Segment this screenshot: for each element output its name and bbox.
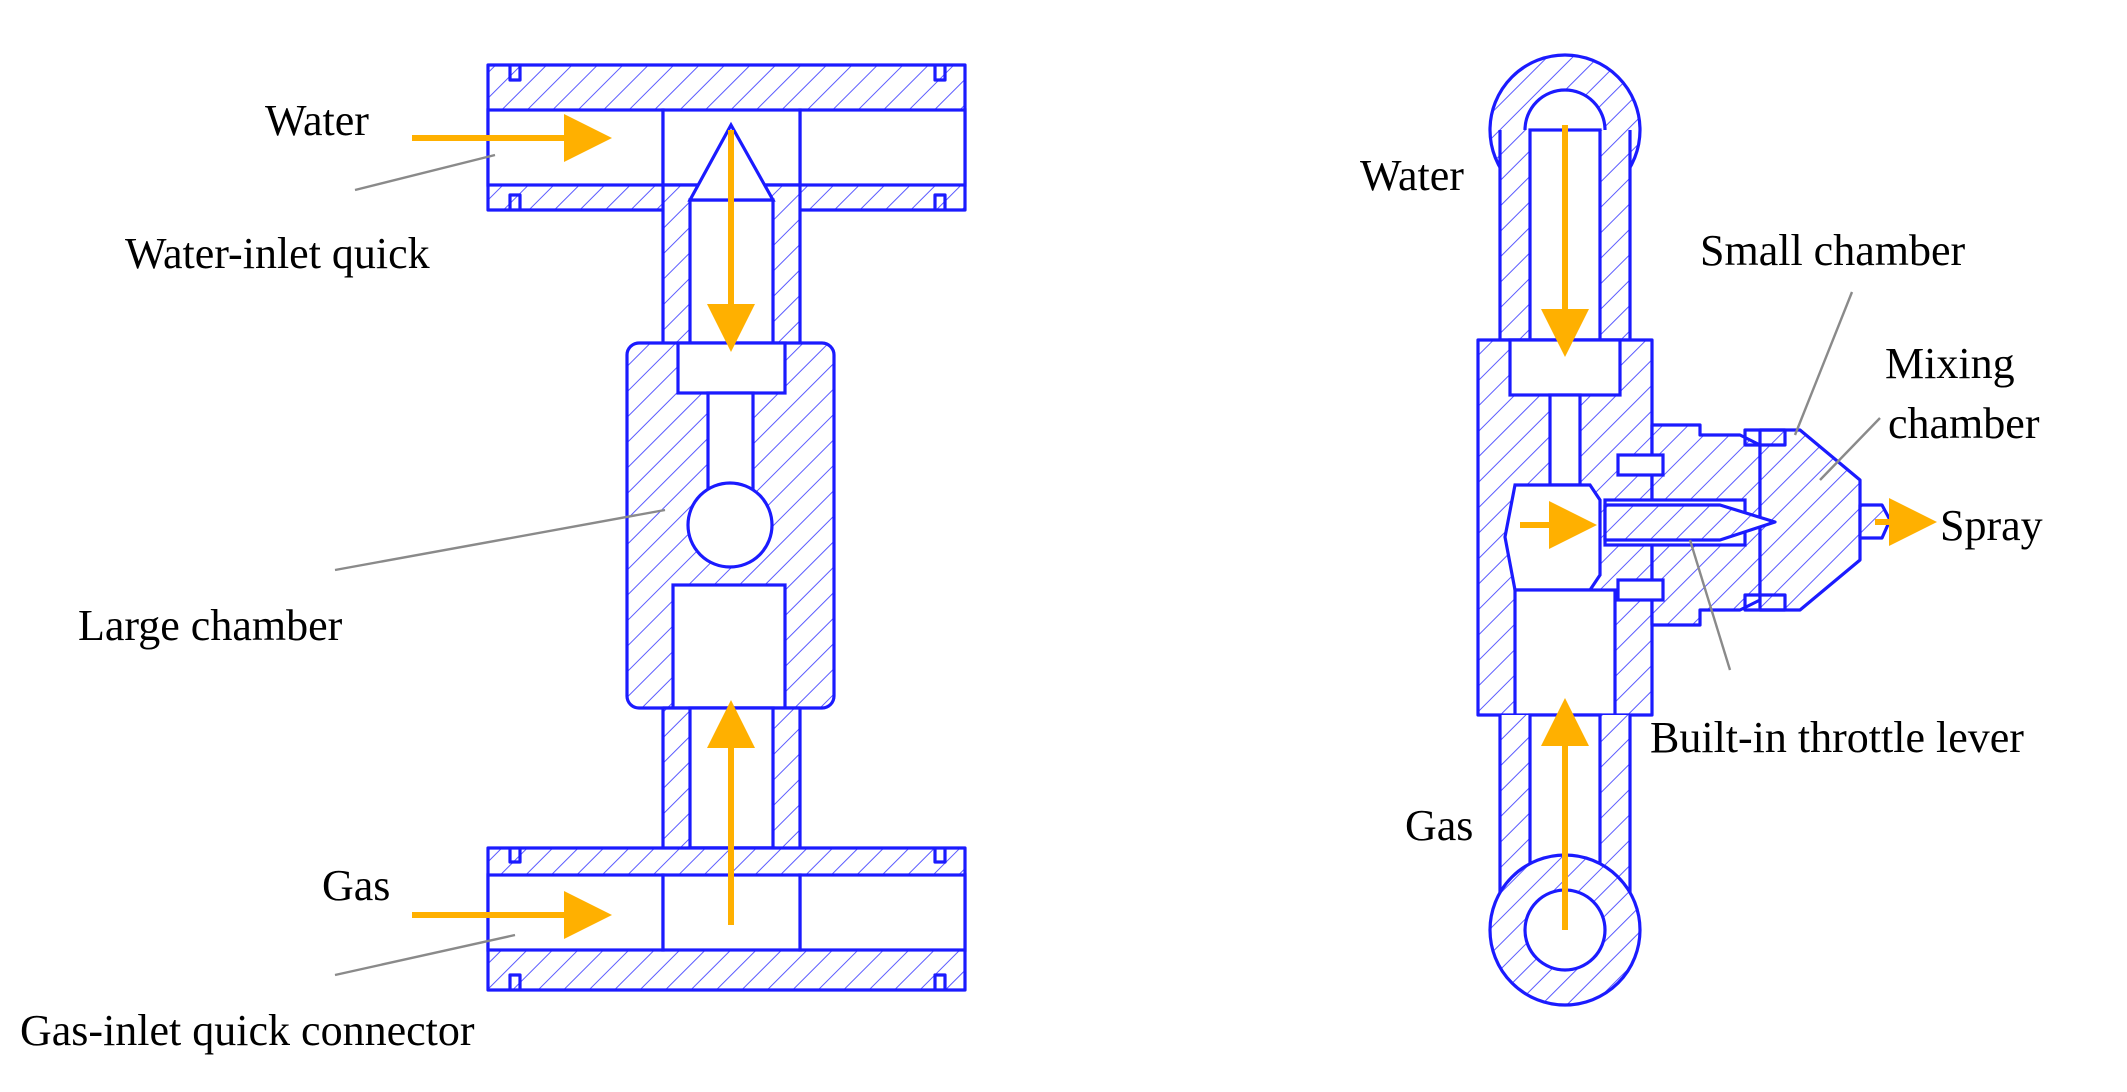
chamber-ball <box>686 481 774 569</box>
nozzle-cap <box>1758 428 1862 612</box>
throttle-lever <box>1603 503 1777 542</box>
small-chamber-label: Small chamber <box>1700 226 1965 275</box>
right-water-label: Water <box>1360 151 1464 200</box>
large-chamber-leader <box>334 508 666 572</box>
chamber-lower-cavity <box>671 583 787 710</box>
throttle-leader <box>1688 539 1732 671</box>
top-pipe-grooves <box>508 65 947 210</box>
left-water-label: Water <box>265 96 369 145</box>
bottom-pipe-bore-right <box>798 873 967 952</box>
right-nozzle-section: Water Small chamber Mixing chamber Spray… <box>1360 53 2043 1007</box>
right-gas-label: Gas <box>1405 801 1473 850</box>
water-inlet-label: Water-inlet quick <box>125 229 430 278</box>
throttle-label: Built-in throttle lever <box>1650 713 2024 762</box>
mixing-label-2: chamber <box>1888 399 2040 448</box>
gas-inlet-label: Gas-inlet quick connector <box>20 1006 475 1055</box>
small-chamber-lower <box>1616 578 1665 602</box>
small-chamber-leader <box>1793 291 1854 436</box>
body-lower-cavity <box>1513 588 1617 717</box>
mixing-chamber-leader <box>1819 417 1881 481</box>
gas-inlet-leader <box>334 933 516 977</box>
chamber-channel <box>706 391 755 495</box>
nozzle-thread-bottom <box>1743 593 1787 612</box>
bottom-pipe-grooves <box>508 848 947 990</box>
body-channel <box>1548 393 1582 487</box>
nozzle-thread-top <box>1743 428 1787 447</box>
mixing-label-1: Mixing <box>1885 339 2015 388</box>
chamber-upper-cavity <box>676 341 787 395</box>
left-gas-label: Gas <box>322 861 390 910</box>
small-chamber <box>1616 453 1665 477</box>
body-side-cavity <box>1503 483 1602 592</box>
top-pipe-bore-left <box>486 108 665 187</box>
water-inlet-leader <box>354 153 496 192</box>
large-chamber-label: Large chamber <box>78 601 343 650</box>
spray-label: Spray <box>1940 501 2043 550</box>
left-nozzle-section: Water Water-inlet quick Large chamber Ga… <box>20 63 967 1055</box>
top-pipe-bore-right <box>798 108 967 187</box>
body-upper-cavity <box>1508 338 1622 397</box>
